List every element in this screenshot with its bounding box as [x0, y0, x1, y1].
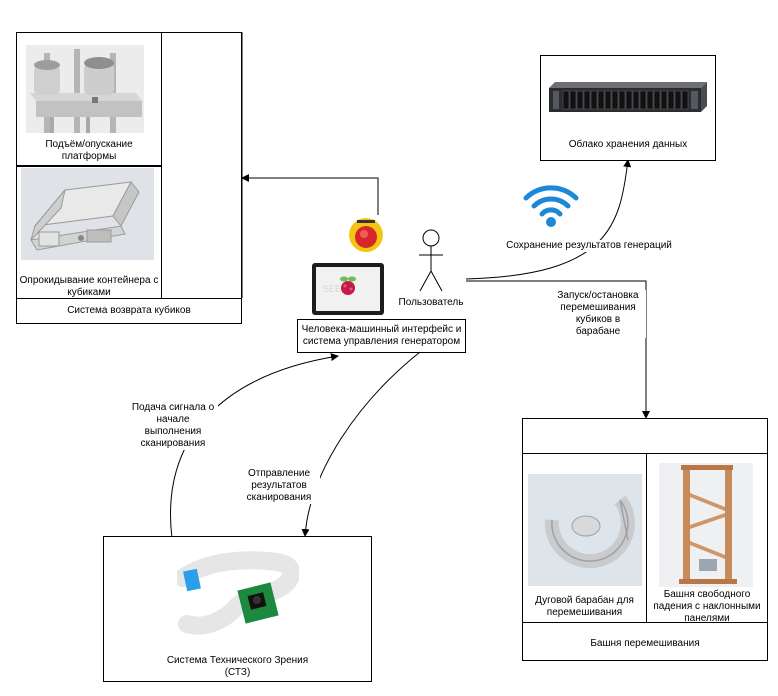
user-stick-figure-icon	[418, 229, 444, 293]
tilt-caption: Опрокидывание контейнера с кубиками	[19, 275, 159, 298]
scan-results-line1: Отправление	[247, 468, 311, 479]
drum-caption: Дуговой барабан для перемешивания	[535, 595, 634, 618]
scan-signal-line4: сканирования	[140, 438, 206, 449]
vision-label-line2: (СТЗ)	[224, 667, 251, 678]
svg-text:SEEE: SEEE	[323, 284, 347, 294]
camera-module-image	[177, 550, 299, 636]
user-label: Пользователь	[398, 297, 464, 308]
platform-lift-image	[26, 45, 144, 133]
arc-drum-image	[528, 474, 642, 586]
mixing-tower-label: Башня перемешивания	[590, 638, 700, 649]
hmi-to-tower-connector	[466, 280, 650, 419]
container-tilt-image	[21, 168, 154, 260]
free-fall-caption: Башня свободного падения с наклонными па…	[653, 589, 761, 624]
scan-signal-line2: начале	[156, 414, 190, 425]
start-stop-line3: кубиков в	[575, 314, 621, 325]
return-system-label: Система возврата кубиков	[67, 305, 191, 316]
platform-caption: Подъём/опускание платформы	[45, 139, 133, 162]
scan-results-label: Отправление результатов сканирования	[238, 468, 320, 504]
hmi-to-vision-connector	[301, 351, 421, 537]
vision-label-line1: Система Технического Зрения	[166, 655, 309, 666]
cloud-label: Облако хранения данных	[568, 139, 688, 150]
touchscreen-display-image: SEEE	[311, 262, 385, 316]
return-system-label-box	[16, 298, 242, 324]
scan-results-line3: сканирования	[246, 492, 312, 503]
scan-signal-line3: выполнения	[144, 426, 202, 437]
vision-label: Система Технического Зрения (СТЗ)	[103, 655, 372, 679]
scan-results-line2: результатов	[251, 480, 307, 491]
start-stop-label: Запуск/остановка перемешивания кубиков в…	[550, 290, 646, 338]
wifi-icon	[522, 180, 580, 230]
start-stop-line2: перемешивания	[560, 302, 636, 313]
emergency-stop-icon	[348, 217, 384, 253]
server-rack-image	[547, 80, 708, 114]
save-results-label: Сохранение результатов генераций	[494, 240, 684, 252]
raspberry-pi-logo	[339, 275, 357, 297]
start-stop-line4: барабане	[575, 326, 621, 337]
scan-signal-line1: Подача сигнала о	[131, 402, 215, 413]
hmi-to-return-connector	[241, 174, 379, 215]
start-stop-line1: Запуск/остановка	[557, 290, 639, 301]
hmi-label: Человека-машинный интерфейс и система уп…	[301, 324, 462, 347]
scan-signal-label: Подача сигнала о начале выполнения скани…	[128, 402, 218, 450]
free-fall-tower-image	[659, 463, 753, 587]
